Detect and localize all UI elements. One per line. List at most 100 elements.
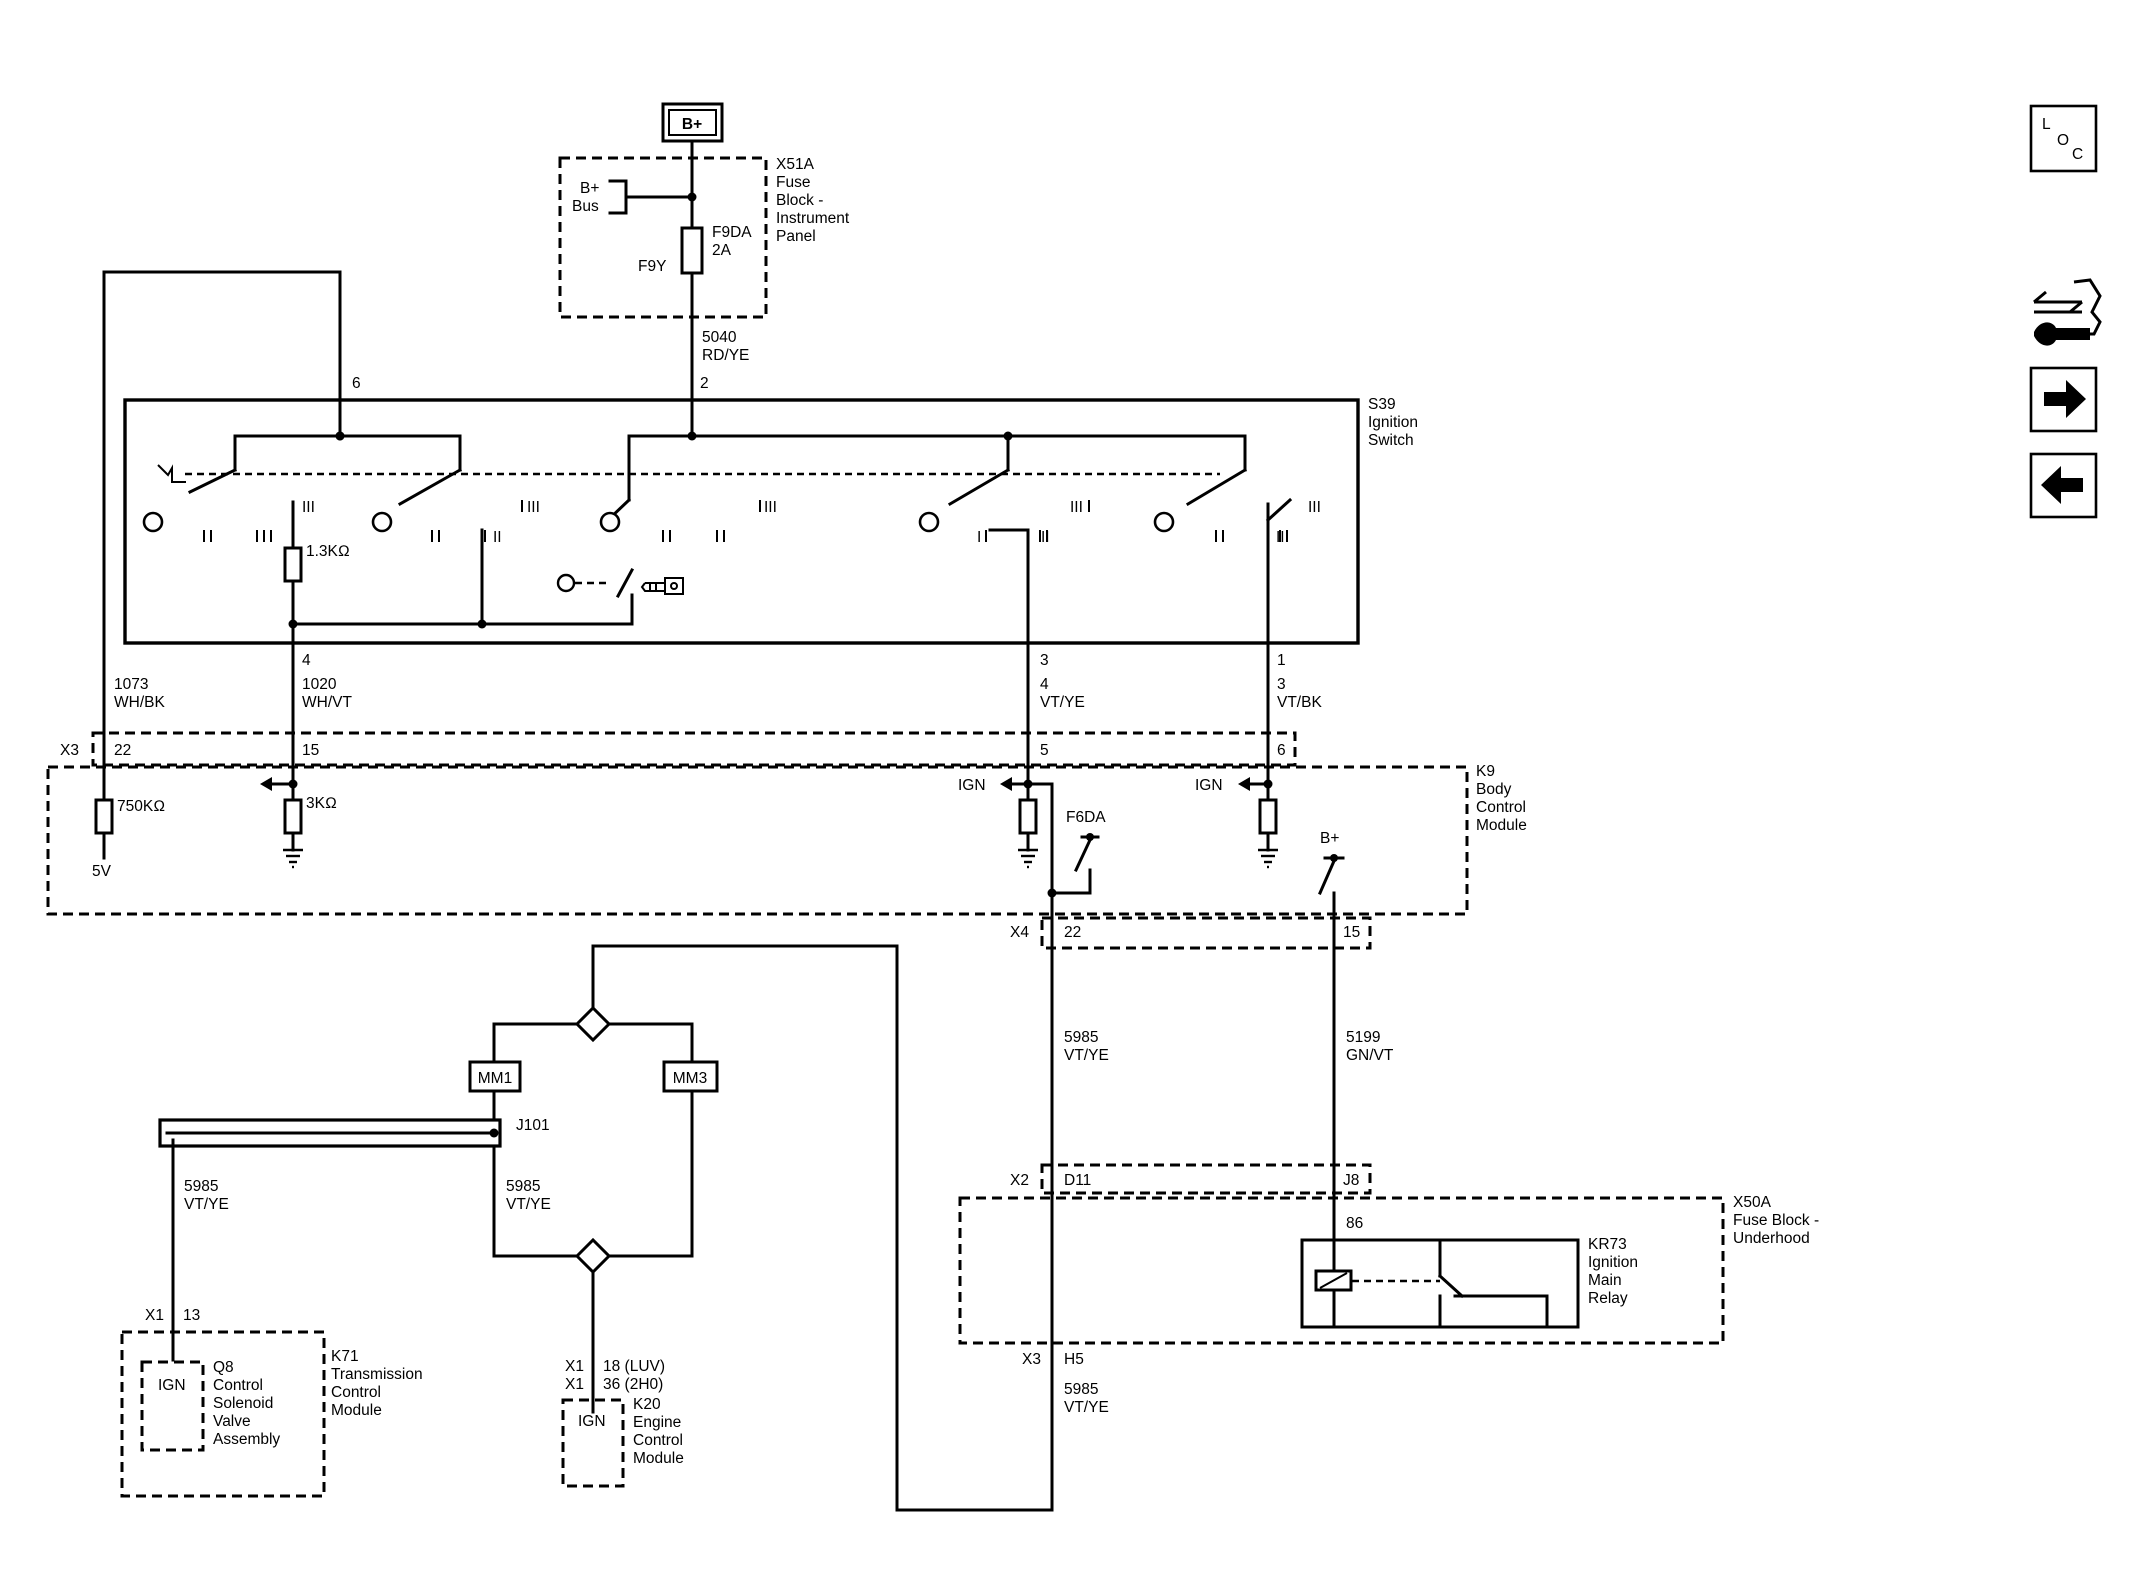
wire-vtye-color: VT/YE	[1040, 694, 1085, 711]
wire-5985-d-color: VT/YE	[1064, 1399, 1109, 1416]
fuse-f9da-id: F9DA	[712, 224, 752, 241]
bcm-pin-6: 6	[1277, 742, 1286, 759]
svg-text:III: III	[764, 499, 777, 516]
svg-text:III: III	[1070, 499, 1083, 516]
tcm-name-2: Control	[331, 1384, 381, 1401]
fuse-block-ip: X51A Fuse Block - Instrument Panel B+ Bu…	[558, 156, 850, 319]
transmission-control-module: X1 13 K71 Transmission Control Module IG…	[120, 1307, 423, 1498]
valve-name-2: Solenoid	[213, 1395, 273, 1412]
resistor-1k3: 1.3KΩ	[306, 543, 350, 560]
wire-1073-circuit: 1073	[114, 676, 148, 693]
uh-name-1: Fuse Block -	[1733, 1212, 1819, 1229]
wire-1020-circuit: 1020	[302, 676, 337, 693]
bcm-f6da: F6DA	[1066, 809, 1106, 826]
tcm-name-3: Module	[331, 1402, 382, 1419]
tcm-ref: K71	[331, 1348, 359, 1365]
uh-pin-h5: H5	[1064, 1351, 1084, 1368]
battery-label: B+	[682, 116, 702, 133]
bcm-name-3: Module	[1476, 817, 1527, 834]
ignition-switch: S39 Ignition Switch 6 2 4 3 1	[123, 375, 1418, 742]
svg-text:I: I	[977, 529, 981, 546]
tcm-connector: X1	[145, 1307, 164, 1324]
bcm-name-2: Control	[1476, 799, 1526, 816]
service-tool-icon[interactable]	[2033, 278, 2102, 346]
bcm-name-1: Body	[1476, 781, 1512, 798]
uh-connector-x3: X3	[1022, 1351, 1041, 1368]
wire-5040-color: RD/YE	[702, 347, 749, 364]
tcm-name-1: Transmission	[331, 1366, 423, 1383]
location-button[interactable]: L O C	[2029, 104, 2098, 173]
next-page-button[interactable]	[2029, 366, 2098, 433]
ignition-switch-name-1: Ignition	[1368, 414, 1418, 431]
wire-5040-circuit: 5040	[702, 329, 737, 346]
body-control-module: X3 22 15 5 6 K9 Body Control Module 750K…	[46, 731, 1527, 1512]
resistor-750k: 750KΩ	[117, 798, 165, 815]
uh-pin-d11: D11	[1064, 1172, 1091, 1189]
bcm-ref: K9	[1476, 763, 1495, 780]
fuse-block-ip-name-2: Block -	[776, 192, 823, 209]
uh-connector-x2: X2	[1010, 1172, 1029, 1189]
svg-text:III: III	[527, 499, 540, 516]
wire-5985-a-color: VT/YE	[1064, 1047, 1109, 1064]
ecm-pin-2: 36 (2H0)	[603, 1376, 663, 1393]
bus-label-1: B+	[580, 180, 599, 197]
bcm-pin-5: 5	[1040, 742, 1049, 759]
pin-1: 1	[1277, 652, 1286, 669]
wire-5985-c-color: VT/YE	[506, 1196, 551, 1213]
arrow-left-icon	[2041, 466, 2083, 504]
wire-1073-color: WH/BK	[114, 694, 165, 711]
tcm-pin: 13	[183, 1307, 200, 1324]
uh-name-2: Underhood	[1733, 1230, 1810, 1247]
wire-5985-c-circuit: 5985	[506, 1178, 540, 1195]
svg-text:II: II	[1041, 529, 1050, 546]
uh-ref: X50A	[1733, 1194, 1772, 1211]
ecm-name-1: Engine	[633, 1414, 681, 1431]
relay-name-1: Ignition	[1588, 1254, 1638, 1271]
fuse-block-underhood: X2 D11 J8 X50A Fuse Block - Underhood 86…	[958, 1163, 1819, 1368]
arrow-right-icon	[2044, 380, 2086, 418]
pin-3: 3	[1040, 652, 1049, 669]
wire-5985-a-circuit: 5985	[1064, 1029, 1098, 1046]
splice-mm1-label: MM1	[478, 1070, 512, 1087]
wire-1020-color: WH/VT	[302, 694, 352, 711]
fuse-block-ip-name-3: Instrument	[776, 210, 850, 227]
fuse-block-ip-ref: X51A	[776, 156, 815, 173]
bcm-pin-15: 15	[302, 742, 319, 759]
fuse-f9da-ref: F9Y	[638, 258, 666, 275]
bcm-x4-pin-22: 22	[1064, 924, 1081, 941]
svg-text:II: II	[1276, 529, 1285, 546]
valve-name-1: Control	[213, 1377, 263, 1394]
splice-network: MM1 MM3 J101 5985 VT/YE 5985 VT/YE	[158, 944, 1054, 1512]
wire-vtye-pin: 4	[1040, 676, 1049, 693]
previous-page-button[interactable]	[2029, 452, 2098, 519]
resistor-3k: 3KΩ	[306, 795, 337, 812]
relay-name-3: Relay	[1588, 1290, 1628, 1307]
relay-pin-86: 86	[1346, 1215, 1363, 1232]
engine-control-module: X1 18 (LUV) X1 36 (2H0) IGN K20 Engine C…	[561, 1358, 684, 1488]
svg-text:II: II	[493, 529, 502, 546]
splice-j101-label: J101	[516, 1117, 550, 1134]
wire-5985-b-circuit: 5985	[184, 1178, 218, 1195]
fuse-f9da-rating: 2A	[712, 242, 732, 259]
wire-5199-circuit: 5199	[1346, 1029, 1380, 1046]
pin-4: 4	[302, 652, 311, 669]
splice-mm1	[468, 1060, 522, 1093]
bcm-pin-22: 22	[114, 742, 131, 759]
fuse-block-ip-name-4: Panel	[776, 228, 816, 245]
fuse-f9da	[680, 226, 704, 275]
ignition-switch-ref: S39	[1368, 396, 1396, 413]
key-icon	[640, 577, 684, 595]
bcm-bplus: B+	[1320, 830, 1339, 847]
wire-5985-d-circuit: 5985	[1064, 1381, 1098, 1398]
wire-5199-color: GN/VT	[1346, 1047, 1394, 1064]
pin-6: 6	[352, 375, 361, 392]
voltage-5v: 5V	[92, 863, 112, 880]
bcm-ign-2: IGN	[1195, 777, 1223, 794]
relay-name-2: Main	[1588, 1272, 1622, 1289]
ecm-connector-1: X1	[565, 1358, 584, 1375]
fuse-block-ip-name-1: Fuse	[776, 174, 810, 191]
uh-pin-j8: J8	[1343, 1172, 1359, 1189]
wire-vtbk-pin: 3	[1277, 676, 1286, 693]
loc-letter-l: L	[2042, 116, 2051, 133]
